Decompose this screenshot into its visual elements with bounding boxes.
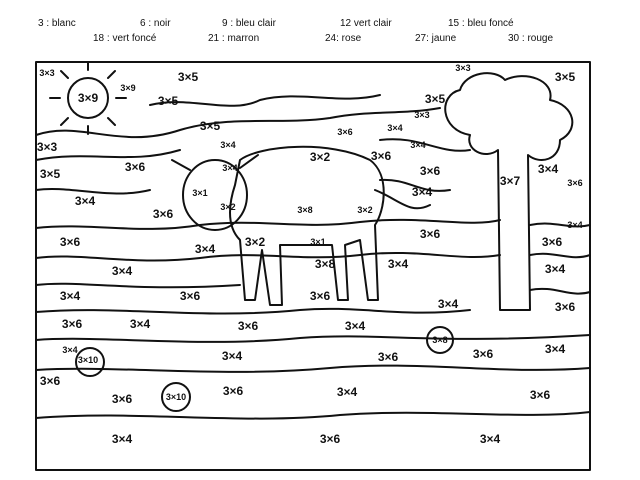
region-label: 3×10 xyxy=(78,355,98,365)
region-label: 3×6 xyxy=(153,207,174,221)
legend-item: 6 : noir xyxy=(140,18,171,29)
region-label: 3×8 xyxy=(432,335,447,345)
region-outlines xyxy=(35,94,591,420)
region-label: 3×4 xyxy=(222,163,237,173)
legend-item: 12 vert clair xyxy=(340,18,392,29)
region-label: 3×4 xyxy=(112,432,133,446)
region-label: 3×4 xyxy=(410,140,425,150)
multiplication-labels: 3×3 3×9 3×9 3×5 3×3 3×5 3×5 3×5 3×5 3×3 3×6 3×4 3×3 3… xyxy=(37,63,583,446)
region-label: 3×6 xyxy=(555,300,576,314)
cow xyxy=(171,145,431,306)
region-label: 3×6 xyxy=(223,384,244,398)
region-label: 3×4 xyxy=(412,185,433,199)
region-label: 3×1 xyxy=(192,188,207,198)
region-label: 3×6 xyxy=(378,350,399,364)
region-label: 3×6 xyxy=(125,160,146,174)
legend-item: 3 : blanc xyxy=(38,18,76,29)
region-label: 3×5 xyxy=(178,70,199,84)
region-label: 3×6 xyxy=(320,432,341,446)
region-label: 3×2 xyxy=(357,205,372,215)
region-label: 3×4 xyxy=(388,257,409,271)
region-label: 3×6 xyxy=(112,392,133,406)
legend-item: 18 : vert foncé xyxy=(93,33,157,44)
region-label: 3×5 xyxy=(200,119,221,133)
region-label: 3×6 xyxy=(310,289,331,303)
region-label: 3×4 xyxy=(195,242,216,256)
region-label: 3×1 xyxy=(310,237,325,247)
region-label: 3×4 xyxy=(130,317,151,331)
region-label: 3×6 xyxy=(473,347,494,361)
region-label: 3×2 xyxy=(310,150,331,164)
region-label: 3×5 xyxy=(555,70,576,84)
region-label: 3×4 xyxy=(480,432,501,446)
region-label: 3×5 xyxy=(40,167,61,181)
region-label: 3×3 xyxy=(37,140,58,154)
legend-item: 24: rose xyxy=(325,33,362,44)
region-label: 3×4 xyxy=(345,319,366,333)
region-label: 3×4 xyxy=(62,345,77,355)
region-label: 3×6 xyxy=(420,164,441,178)
region-label: 3×9 xyxy=(78,91,99,105)
region-label: 3×4 xyxy=(538,162,559,176)
region-label: 3×6 xyxy=(371,149,392,163)
legend-item: 9 : bleu clair xyxy=(222,18,276,29)
region-label: 3×8 xyxy=(297,205,312,215)
region-label: 3×4 xyxy=(387,123,402,133)
region-label: 3×6 xyxy=(40,374,61,388)
region-label: 3×4 xyxy=(567,220,582,230)
legend-item: 15 : bleu foncé xyxy=(448,18,514,29)
region-label: 3×4 xyxy=(438,297,459,311)
tree xyxy=(444,72,574,311)
region-label: 3×6 xyxy=(180,289,201,303)
region-label: 3×5 xyxy=(425,92,446,106)
region-label: 3×6 xyxy=(420,227,441,241)
region-label: 3×6 xyxy=(542,235,563,249)
region-label: 3×6 xyxy=(62,317,83,331)
legend-item: 30 : rouge xyxy=(508,33,554,44)
region-label: 3×2 xyxy=(220,202,235,212)
region-label: 3×4 xyxy=(222,349,243,363)
region-label: 3×9 xyxy=(120,83,135,93)
region-label: 3×4 xyxy=(337,385,358,399)
region-label: 3×2 xyxy=(245,235,266,249)
region-label: 3×4 xyxy=(545,262,566,276)
region-label: 3×10 xyxy=(166,392,186,402)
region-label: 3×6 xyxy=(530,388,551,402)
region-label: 3×7 xyxy=(500,174,521,188)
region-label: 3×6 xyxy=(567,178,582,188)
region-label: 3×6 xyxy=(337,127,352,137)
region-label: 3×3 xyxy=(455,63,470,73)
region-label: 3×3 xyxy=(39,68,54,78)
legend-item: 21 : marron xyxy=(208,33,260,44)
region-label: 3×3 xyxy=(414,110,429,120)
region-label: 3×4 xyxy=(220,140,235,150)
region-label: 3×4 xyxy=(60,289,81,303)
legend-item: 27: jaune xyxy=(415,33,457,44)
region-label: 3×5 xyxy=(158,94,179,108)
region-label: 3×4 xyxy=(75,194,96,208)
region-label: 3×6 xyxy=(238,319,259,333)
flowers xyxy=(75,326,454,412)
region-label: 3×4 xyxy=(545,342,566,356)
region-label: 3×4 xyxy=(112,264,133,278)
sun xyxy=(49,61,127,135)
picture-frame xyxy=(35,61,591,471)
region-label: 3×8 xyxy=(315,257,336,271)
region-label: 3×6 xyxy=(60,235,81,249)
